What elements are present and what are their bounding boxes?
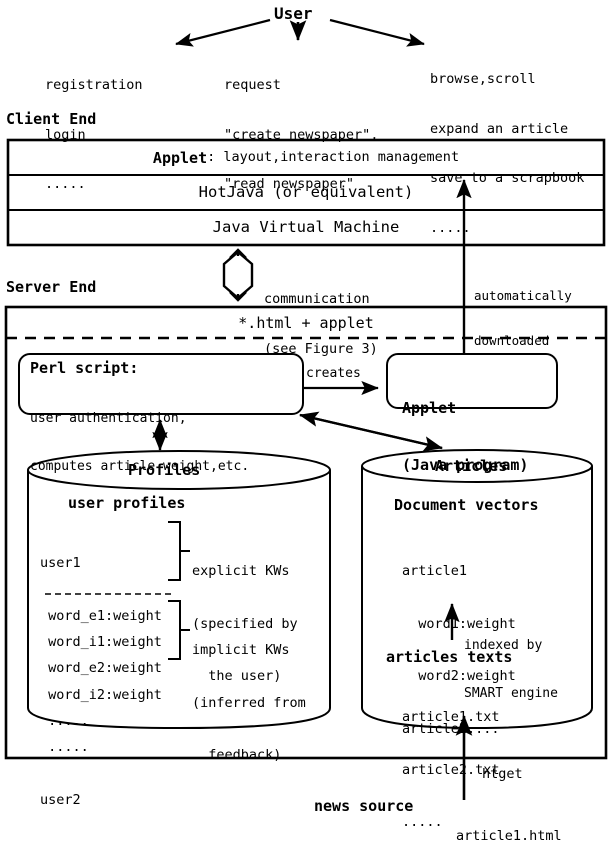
perl-script-title-bold: Perl script [30, 359, 130, 377]
auto-download-label: automatically downloaded [474, 258, 572, 378]
auto-download-line-1: automatically [474, 288, 572, 303]
client-layer-applet-bold: Applet [152, 148, 208, 167]
profiles-title: Profiles [128, 461, 201, 479]
user-branch-left: registration login ..... [45, 44, 143, 226]
creates-label: creates [306, 366, 361, 381]
implicit-kw-line-3: feedback) [192, 747, 282, 763]
client-layer-hotjava-label: HotJava (or equivalent) [198, 183, 414, 202]
articles-text-line-3: ..... [402, 814, 443, 830]
articles-subtitle-texts: articles texts [386, 648, 513, 666]
profiles-entries-top: user1 word_e1:weight word_e2:weight ....… [40, 520, 162, 765]
news-source-file-1: article1.html [456, 828, 562, 844]
perl-script-box: Perl script: user authentication, comput… [18, 353, 304, 474]
news-source-label: news source [314, 797, 414, 815]
communication-line-1: communication [264, 291, 370, 307]
branch-right-line-4: ..... [430, 219, 471, 236]
applet-box-line-1: Applet [402, 399, 457, 417]
explicit-kw-line-3: the user) [192, 668, 282, 684]
user-branch-right: browse,scroll expand an article save to … [430, 38, 584, 269]
client-layer-jvm: Java Virtual Machine [8, 210, 604, 245]
branch-left-line-2: login [45, 126, 86, 143]
articles-vector-line-2: word1:weight [402, 615, 516, 632]
perl-script-line-2: computes article weight,etc. [30, 459, 250, 474]
communication-line-2: (see Figure 3) [264, 340, 378, 357]
applet-box-text: Applet (Java program) [402, 361, 528, 513]
profiles-entry-ellipsis-1: ..... [40, 712, 89, 729]
communication-label: communication (see Figure 3) [264, 258, 378, 390]
profiles-entry-user1: user1 [40, 555, 81, 571]
articles-vector-line-1: article1 [402, 563, 468, 579]
profiles-entry-word-i2: word_i2:weight [40, 686, 162, 703]
profiles-entry-user2: user2 [40, 791, 81, 808]
applet-box: Applet (Java program) [386, 353, 558, 474]
profiles-entry-word-e2: word_e2:weight [40, 660, 162, 676]
indexed-by-line-1: indexed by [464, 638, 543, 653]
branch-right-line-2: expand an article [430, 120, 569, 137]
articles-text-line-2: article2.txt [402, 761, 500, 778]
perl-script-title-rest: : [129, 359, 139, 377]
implicit-kw-annotation: implicit KWs (inferred from feedback) [192, 607, 306, 800]
branch-right-line-3: save to a scrapbook [430, 170, 585, 186]
articles-text-lines: article1.txt article2.txt ..... [402, 674, 500, 844]
implicit-kw-line-1: implicit KWs [192, 642, 290, 658]
auto-download-line-2: downloaded [474, 333, 550, 348]
implicit-kw-line-2: (inferred from [192, 694, 306, 711]
explicit-kw-line-1: explicit KWs [192, 563, 290, 579]
user-arrow-right [329, 18, 425, 47]
server-header-label: *.html + applet [238, 313, 374, 332]
explicit-kw-line-2: (specified by [192, 615, 298, 632]
client-layer-applet: Applet: layout,interaction management [8, 140, 604, 175]
explicit-kw-brace [168, 521, 190, 581]
articles-subtitle-vectors: Document vectors [394, 496, 539, 514]
client-layer-applet-rest: : layout,interaction management [207, 149, 460, 166]
branch-center-line-2: "create newspaper", [224, 126, 379, 143]
client-end-label: Client End [6, 110, 97, 128]
articles-vector-lines: article1 word1:weight word2:weight artic… [402, 528, 516, 773]
articles-title: Articles [435, 457, 508, 475]
indexed-by-note: indexed by SMART engine [464, 606, 558, 734]
news-source-files: article1.html article2.html ..... [456, 793, 562, 844]
htget-label: htget [482, 766, 523, 782]
client-layer-hotjava: HotJava (or equivalent) [8, 175, 604, 210]
perl-script-detail: user authentication, computes article we… [30, 379, 249, 507]
perl-script-title: Perl script: [30, 359, 138, 377]
profiles-entry-ellipsis-2: ..... [40, 739, 89, 755]
communication-icon [222, 248, 254, 302]
indexed-by-line-2: SMART engine [464, 686, 558, 701]
branch-right-line-1: browse,scroll [430, 71, 536, 87]
user-title: User [274, 4, 313, 23]
profiles-entry-word-i1: word_i1:weight [40, 634, 162, 650]
perl-script-line-1: user authentication, [30, 411, 187, 426]
client-layer-jvm-label: Java Virtual Machine [212, 218, 400, 237]
server-header: *.html + applet [6, 309, 606, 337]
profiles-subtitle: user profiles [68, 494, 186, 512]
server-end-label: Server End [6, 278, 97, 296]
applet-box-line-2: (Java program) [402, 456, 529, 474]
user-arrow-left [175, 18, 271, 47]
implicit-kw-brace [168, 600, 190, 660]
profiles-entry-word-e1: word_e1:weight [40, 607, 162, 624]
explicit-kw-annotation: explicit KWs (specified by the user) [192, 528, 298, 721]
user-branch-center: request "create newspaper", "read newspa… [224, 44, 378, 226]
branch-left-line-3: ..... [45, 176, 86, 192]
branch-center-line-1: request [224, 77, 281, 93]
branch-left-line-1: registration [45, 77, 143, 93]
articles-vector-line-4: article2.... [402, 720, 500, 737]
branch-center-line-3: "read newspaper" [224, 176, 355, 192]
articles-text-line-1: article1.txt [402, 709, 500, 725]
articles-vector-line-3: word2:weight [402, 668, 516, 684]
profiles-entries-bottom: word_i1:weight word_i2:weight ..... user… [40, 599, 162, 844]
